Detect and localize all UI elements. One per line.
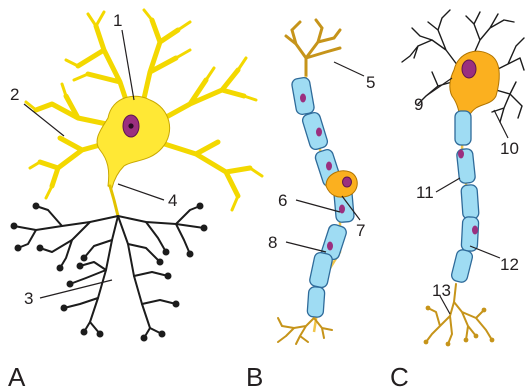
panel-label-a: A: [8, 362, 26, 392]
label-7: 7: [356, 221, 365, 240]
label-1: 1: [113, 11, 122, 30]
leader-8: [286, 242, 326, 252]
label-6: 6: [278, 191, 287, 210]
label-2: 2: [10, 85, 19, 104]
neuron-a-axon: [110, 186, 118, 216]
label-9: 9: [414, 95, 423, 114]
panel-label-c: C: [390, 362, 409, 392]
panel-label-b: B: [246, 362, 263, 392]
neuron-b-nucleus: [343, 177, 352, 187]
panel-labels: A B C: [8, 362, 409, 392]
leader-12: [470, 246, 500, 258]
neuron-a-soma: [97, 96, 170, 188]
leader-11: [436, 178, 460, 192]
neuron-b: [278, 20, 357, 344]
label-3: 3: [24, 289, 33, 308]
neuron-a: [11, 10, 263, 342]
neuron-a-nucleolus: [128, 123, 133, 128]
leader-10: [494, 110, 508, 138]
label-11: 11: [416, 183, 434, 202]
neuron-b-top-terminal: [286, 20, 340, 76]
label-10: 10: [500, 139, 519, 158]
neuron-c: [402, 10, 524, 346]
neuron-b-bottom-terminal: [278, 318, 332, 344]
neuron-c-nucleus: [462, 60, 476, 78]
label-12: 12: [500, 255, 519, 274]
neuron-a-terminal-tree: [14, 206, 204, 338]
label-8: 8: [268, 233, 277, 252]
leader-9: [426, 78, 452, 96]
label-5: 5: [366, 73, 375, 92]
leader-4: [118, 184, 164, 200]
label-13: 13: [432, 281, 451, 300]
leader-lines: [24, 30, 508, 314]
label-4: 4: [168, 191, 177, 210]
neuron-c-myelin-sheath: [450, 111, 479, 283]
leader-5: [334, 62, 364, 76]
leader-6: [296, 200, 340, 212]
